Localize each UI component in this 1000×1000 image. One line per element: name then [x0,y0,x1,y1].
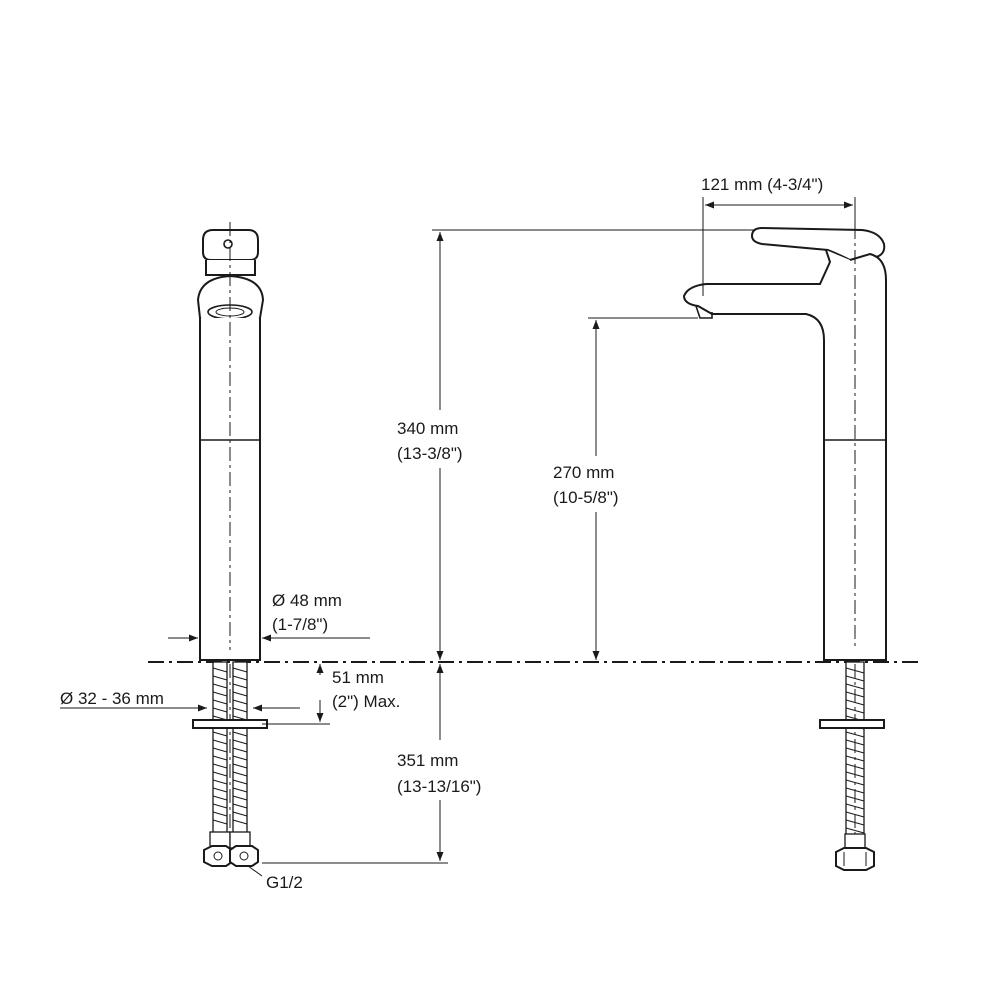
thread-callout: G1/2 [247,865,303,892]
front-body [199,318,261,661]
overall-height-mm-label: 340 mm [397,419,458,438]
front-hoses [192,661,268,867]
diameter-48-dimension: Ø 48 mm (1-7/8") [168,591,370,642]
thread-label: G1/2 [266,873,303,892]
hole-diameter-dimension: Ø 32 - 36 mm [60,689,300,712]
spout-height-in-label: (10-5/8") [553,488,619,507]
hose-length-in-label: (13-13/16") [397,777,481,796]
overall-height-in-label: (13-3/8") [397,444,463,463]
side-hose [819,661,885,871]
hole-diameter-label: Ø 32 - 36 mm [60,689,164,708]
spout-reach-dimension: 121 mm (4-3/4") [701,175,856,296]
overall-height-dimension: 340 mm (13-3/8") [397,229,756,660]
deck-thickness-in-label: (2") Max. [332,692,400,711]
body-diameter-in-label: (1-7/8") [272,615,328,634]
side-view [682,200,887,871]
side-handle-lever [750,226,886,262]
spout-reach-label: 121 mm (4-3/4") [701,175,823,194]
deck-thickness-mm-label: 51 mm [332,668,384,687]
hose-length-dimension: 351 mm (13-13/16") [262,664,481,864]
front-handle [202,229,259,261]
body-diameter-mm-label: Ø 48 mm [272,591,342,610]
hose-length-mm-label: 351 mm [397,751,458,770]
front-view [192,222,268,867]
deck-thickness-dimension: 51 mm (2") Max. [262,664,400,725]
side-body [682,249,887,661]
spout-height-mm-label: 270 mm [553,463,614,482]
spout-height-dimension: 270 mm (10-5/8") [553,317,698,660]
